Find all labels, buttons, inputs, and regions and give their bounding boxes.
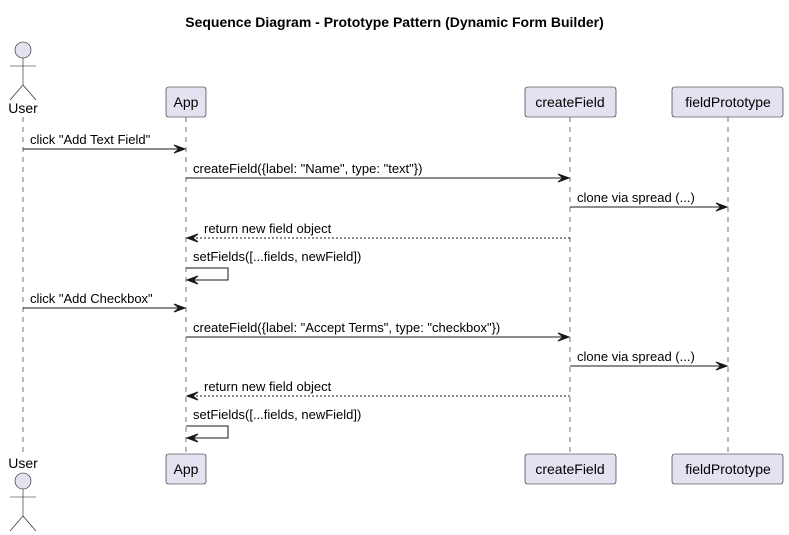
arrow-head bbox=[557, 173, 571, 183]
message: return new field object bbox=[185, 379, 570, 401]
actor-figure-top bbox=[9, 41, 37, 101]
message: createField({label: "Accept Terms", type… bbox=[186, 320, 571, 342]
participant-box-createField-top bbox=[524, 86, 617, 118]
actor-leg-left bbox=[9, 515, 24, 532]
participant-label-user-bottom: User bbox=[8, 455, 38, 471]
message: return new field object bbox=[185, 221, 570, 243]
message: clone via spread (...) bbox=[570, 190, 729, 212]
actor-leg-left bbox=[9, 84, 24, 101]
participant-box-fieldPrototype-top bbox=[671, 86, 784, 118]
message-label: return new field object bbox=[204, 379, 332, 394]
participants-bottom: User App createField fieldPrototype bbox=[8, 453, 784, 532]
message: setFields([...fields, newField]) bbox=[185, 407, 361, 443]
message-arrow bbox=[186, 425, 229, 439]
message-arrow bbox=[186, 267, 229, 281]
actor-leg-right bbox=[22, 84, 37, 101]
actor-head bbox=[14, 472, 32, 490]
participant-label-fieldPrototype-bottom: fieldPrototype bbox=[685, 461, 771, 477]
participant-label-user-top: User bbox=[8, 100, 38, 116]
message-label: createField({label: "Accept Terms", type… bbox=[193, 320, 500, 335]
message-label: return new field object bbox=[204, 221, 332, 236]
participant-label-fieldPrototype-top: fieldPrototype bbox=[685, 94, 771, 110]
participant-box-app-top bbox=[165, 86, 207, 118]
message: setFields([...fields, newField]) bbox=[185, 249, 361, 285]
message-label: createField({label: "Name", type: "text"… bbox=[193, 161, 422, 176]
message-label: click "Add Checkbox" bbox=[30, 291, 153, 306]
participant-label-app-top: App bbox=[174, 94, 199, 110]
participant-box-createField-bottom bbox=[524, 453, 617, 485]
arrow-head bbox=[173, 303, 187, 313]
message-label: clone via spread (...) bbox=[577, 190, 695, 205]
arrow-head bbox=[185, 433, 199, 443]
lifelines bbox=[22, 117, 729, 454]
arrow-head bbox=[185, 275, 199, 285]
message-label: clone via spread (...) bbox=[577, 349, 695, 364]
message-label: setFields([...fields, newField]) bbox=[193, 249, 361, 264]
arrow-head bbox=[715, 202, 729, 212]
arrow-head bbox=[185, 233, 199, 243]
message: createField({label: "Name", type: "text"… bbox=[186, 161, 571, 183]
participant-label-createField-top: createField bbox=[535, 94, 604, 110]
participant-label-createField-bottom: createField bbox=[535, 461, 604, 477]
participant-box-fieldPrototype-bottom bbox=[671, 453, 784, 485]
actor-figure-bottom bbox=[9, 472, 37, 532]
participants-top: User App createField fieldPrototype bbox=[8, 41, 784, 118]
message-label: click "Add Text Field" bbox=[30, 132, 151, 147]
message: click "Add Text Field" bbox=[23, 132, 187, 154]
actor-head bbox=[14, 41, 32, 59]
diagram-title: Sequence Diagram - Prototype Pattern (Dy… bbox=[185, 14, 604, 30]
arrow-head bbox=[557, 332, 571, 342]
participant-label-app-bottom: App bbox=[174, 461, 199, 477]
arrow-head bbox=[715, 361, 729, 371]
arrow-head bbox=[173, 144, 187, 154]
message-label: setFields([...fields, newField]) bbox=[193, 407, 361, 422]
message: clone via spread (...) bbox=[570, 349, 729, 371]
messages: click "Add Text Field" createField({label… bbox=[23, 132, 729, 443]
message: click "Add Checkbox" bbox=[23, 291, 187, 313]
arrow-head bbox=[185, 391, 199, 401]
participant-box-app-bottom bbox=[165, 453, 207, 485]
actor-leg-right bbox=[22, 515, 37, 532]
